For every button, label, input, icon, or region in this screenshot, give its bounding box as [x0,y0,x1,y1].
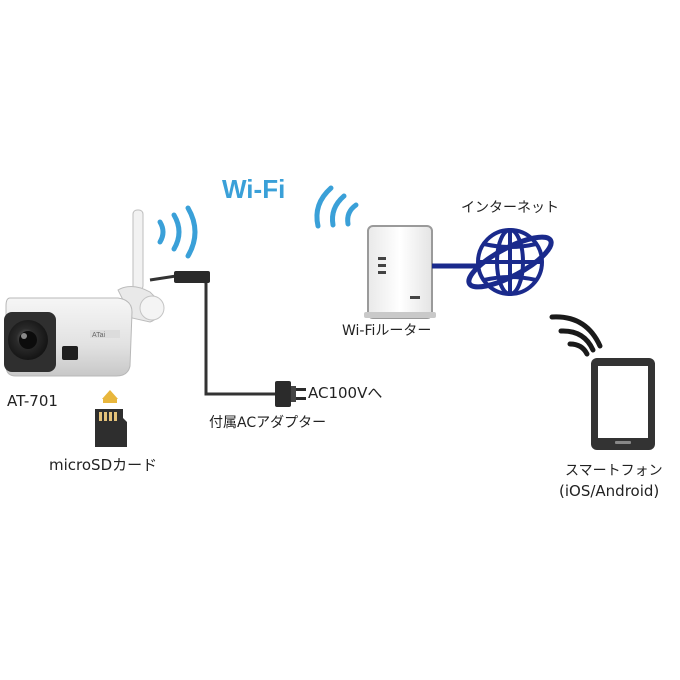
camera-wifi-wave-icon [157,205,198,259]
internet-label: インターネット [461,200,559,216]
cable-plug [174,271,210,283]
router-wifi-wave-icon [314,185,359,229]
router-icon [364,225,436,319]
router-label: Wi-Fiルーター [342,323,432,339]
adapter-label: 付属ACアダプター [209,415,327,431]
camera-icon [4,209,165,377]
up-arrow-icon [102,390,118,403]
phone-wifi-wave-icon [549,314,603,357]
ac-outlet-label: AC100Vへ [308,384,383,402]
wifi-title: Wi-Fi [222,174,286,204]
camera-brand-mark: ATai [92,332,106,339]
ac-adapter-icon [275,381,306,407]
microsd-label: microSDカード [49,456,158,474]
camera-model-label: AT-701 [7,392,58,410]
microsd-icon [95,409,127,447]
smartphone-label: スマートフォン [565,463,663,479]
smartphone-icon [591,358,655,450]
smartphone-os-label: (iOS/Android) [559,482,660,500]
globe-icon [466,228,554,296]
